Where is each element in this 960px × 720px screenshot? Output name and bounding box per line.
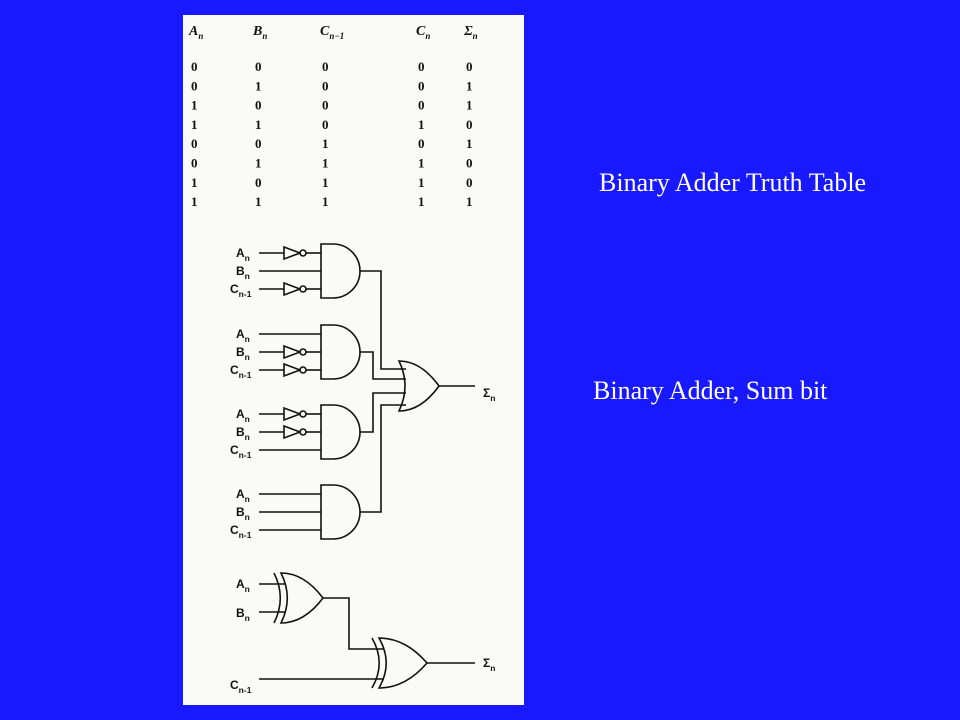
label-c: Cn-1 [230, 282, 252, 299]
table-cell: 1 [466, 78, 473, 93]
table-cell: 1 [418, 194, 425, 209]
label-b: Bn [236, 606, 250, 623]
not-bubble [299, 366, 307, 374]
label-b: Bn [236, 425, 250, 442]
table-cell: 0 [322, 117, 329, 132]
table-cell: 0 [191, 78, 198, 93]
not-bubble [299, 410, 307, 418]
table-cell: 1 [466, 194, 473, 209]
table-cell: 0 [322, 59, 329, 74]
label-c: Cn-1 [230, 363, 252, 380]
table-cell: 0 [255, 98, 262, 113]
table-cell: 1 [466, 136, 473, 151]
table-cell: 1 [191, 98, 198, 113]
not-gate [283, 344, 303, 360]
table-cell: 0 [191, 156, 198, 171]
not-gate [283, 245, 303, 261]
label-a: An [236, 407, 250, 424]
not-gate [283, 424, 303, 440]
not-bubble [299, 249, 307, 257]
xor-back-curve [273, 572, 282, 624]
or-input-wire [360, 270, 406, 370]
not-gate [283, 406, 303, 422]
table-cell: 0 [466, 156, 473, 171]
label-a: An [236, 327, 250, 344]
truth-table-caption: Binary Adder Truth Table [599, 168, 867, 197]
table-cell: 0 [418, 136, 425, 151]
table-cell: 1 [322, 175, 329, 190]
or-gate [377, 637, 429, 689]
or-gate [397, 360, 440, 412]
table-cell: 1 [191, 175, 198, 190]
truth-table: An Bn Cn−1 Cn Σn 0 0 0 0 0 0 1 0 0 1 1 0 0 0 1 1 1 0 1 0 0 0 1 0 1 0 1 1… [188, 24, 478, 209]
or-gate [279, 572, 325, 624]
table-header-2: Cn−1 [320, 24, 344, 41]
table-cell: 0 [322, 98, 329, 113]
not-bubble [299, 348, 307, 356]
sum-bit-caption: Binary Adder, Sum bit [593, 376, 828, 405]
table-cell: 0 [322, 78, 329, 93]
label-sum: Σn [483, 386, 495, 403]
table-cell: 0 [255, 175, 262, 190]
table-cell: 0 [466, 59, 473, 74]
xor-back-curve [371, 637, 380, 689]
table-cell: 1 [418, 156, 425, 171]
label-sum: Σn [483, 656, 495, 673]
table-header-1: Bn [252, 24, 267, 41]
table-header-3: Cn [416, 24, 430, 41]
table-cell: 0 [418, 59, 425, 74]
table-cell: 1 [322, 194, 329, 209]
label-b: Bn [236, 505, 250, 522]
table-cell: 0 [191, 59, 198, 74]
table-cell: 1 [418, 117, 425, 132]
label-b: Bn [236, 345, 250, 362]
and-gate [320, 243, 361, 299]
or-input-wire [360, 404, 406, 513]
table-cell: 0 [418, 98, 425, 113]
table-cell: 0 [466, 117, 473, 132]
table-header-4: Σn [463, 24, 478, 41]
label-b: Bn [236, 264, 250, 281]
table-cell: 0 [255, 136, 262, 151]
table-cell: 1 [466, 98, 473, 113]
not-bubble [299, 285, 307, 293]
not-gate [283, 362, 303, 378]
label-a: An [236, 246, 250, 263]
label-c: Cn-1 [230, 443, 252, 460]
table-cell: 1 [255, 156, 262, 171]
or-input-wire [360, 351, 406, 380]
table-cell: 1 [255, 78, 262, 93]
and-gate [320, 404, 361, 460]
table-cell: 1 [322, 136, 329, 151]
not-gate [283, 281, 303, 297]
table-cell: 1 [322, 156, 329, 171]
table-cell: 1 [255, 194, 262, 209]
table-cell: 0 [466, 175, 473, 190]
label-c: Cn-1 [230, 523, 252, 540]
table-cell: 0 [191, 136, 198, 151]
or-input-wire [360, 392, 406, 433]
table-header-0: An [188, 24, 203, 41]
table-cell: 1 [418, 175, 425, 190]
label-a: An [236, 577, 250, 594]
label-a: An [236, 487, 250, 504]
table-cell: 0 [255, 59, 262, 74]
table-cell: 0 [418, 78, 425, 93]
table-cell: 1 [191, 194, 198, 209]
xor-link-wire [323, 597, 384, 650]
table-cell: 1 [191, 117, 198, 132]
sum-bit-circuit: AnBnCn-1AnBnCn-1AnBnCn-1AnBnCn-1ΣnAnBnCn… [230, 243, 495, 695]
and-gate [320, 324, 361, 380]
and-gate [320, 484, 361, 540]
table-cell: 1 [255, 117, 262, 132]
not-bubble [299, 428, 307, 436]
label-c: Cn-1 [230, 678, 252, 695]
